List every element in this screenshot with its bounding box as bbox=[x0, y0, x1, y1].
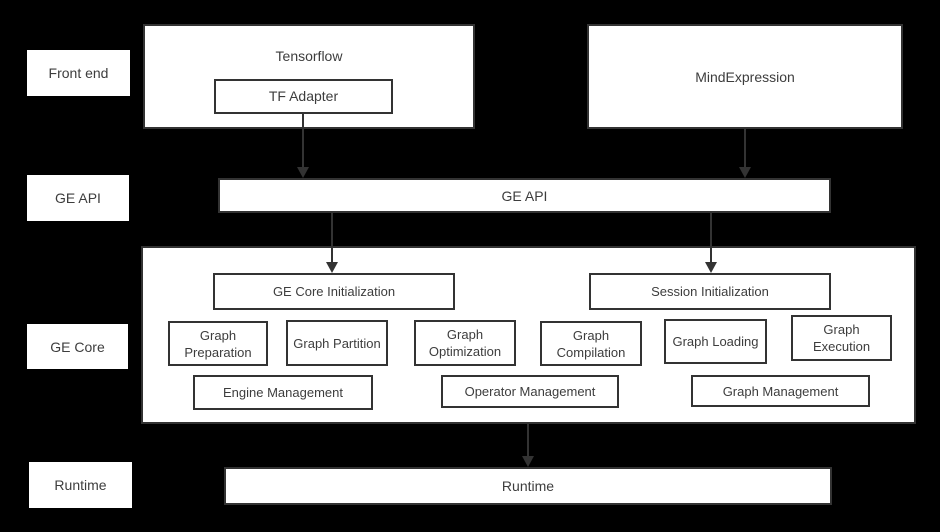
ge-api-bar: GE API bbox=[218, 178, 831, 213]
ge-core-initialization-box: GE Core Initialization bbox=[213, 273, 455, 310]
row-label-runtime: Runtime bbox=[29, 462, 132, 508]
ge-core-container: GE Core Initialization Session Initializ… bbox=[141, 246, 916, 424]
arrow-ge-api-to-session-initialization bbox=[705, 213, 717, 273]
graph-execution-box: Graph Execution bbox=[791, 315, 892, 361]
arrow-stem bbox=[744, 129, 746, 167]
graph-partition-box: Graph Partition bbox=[286, 320, 388, 366]
graph-compilation-box: Graph Compilation bbox=[540, 321, 642, 366]
arrow-tf-adapter-to-ge-api bbox=[297, 114, 309, 178]
arrow-ge-core-to-runtime bbox=[522, 424, 534, 467]
tf-adapter-box: TF Adapter bbox=[214, 79, 393, 114]
arrow-stem bbox=[331, 213, 333, 262]
arrow-stem bbox=[302, 114, 304, 167]
row-label-ge-api: GE API bbox=[27, 175, 129, 221]
runtime-bar: Runtime bbox=[224, 467, 832, 505]
graph-optimization-box: Graph Optimization bbox=[414, 320, 516, 366]
arrow-ge-api-to-ge-core-initialization bbox=[326, 213, 338, 273]
engine-management-box: Engine Management bbox=[193, 375, 373, 410]
arrow-stem bbox=[527, 424, 529, 456]
row-label-ge-core: GE Core bbox=[27, 324, 128, 369]
tensorflow-label: Tensorflow bbox=[275, 48, 343, 64]
arrow-head-icon bbox=[326, 262, 338, 273]
tensorflow-box: Tensorflow TF Adapter bbox=[143, 24, 475, 129]
operator-management-box: Operator Management bbox=[441, 375, 619, 408]
arrow-stem bbox=[710, 213, 712, 262]
arrow-head-icon bbox=[297, 167, 309, 178]
session-initialization-box: Session Initialization bbox=[589, 273, 831, 310]
arrow-mindexpression-to-ge-api bbox=[739, 129, 751, 178]
mindexpression-box: MindExpression bbox=[587, 24, 903, 129]
graph-loading-box: Graph Loading bbox=[664, 319, 767, 364]
arrow-head-icon bbox=[522, 456, 534, 467]
graph-management-box: Graph Management bbox=[691, 375, 870, 407]
arrow-head-icon bbox=[705, 262, 717, 273]
graph-preparation-box: Graph Preparation bbox=[168, 321, 268, 366]
row-label-front-end: Front end bbox=[27, 50, 130, 96]
arrow-head-icon bbox=[739, 167, 751, 178]
